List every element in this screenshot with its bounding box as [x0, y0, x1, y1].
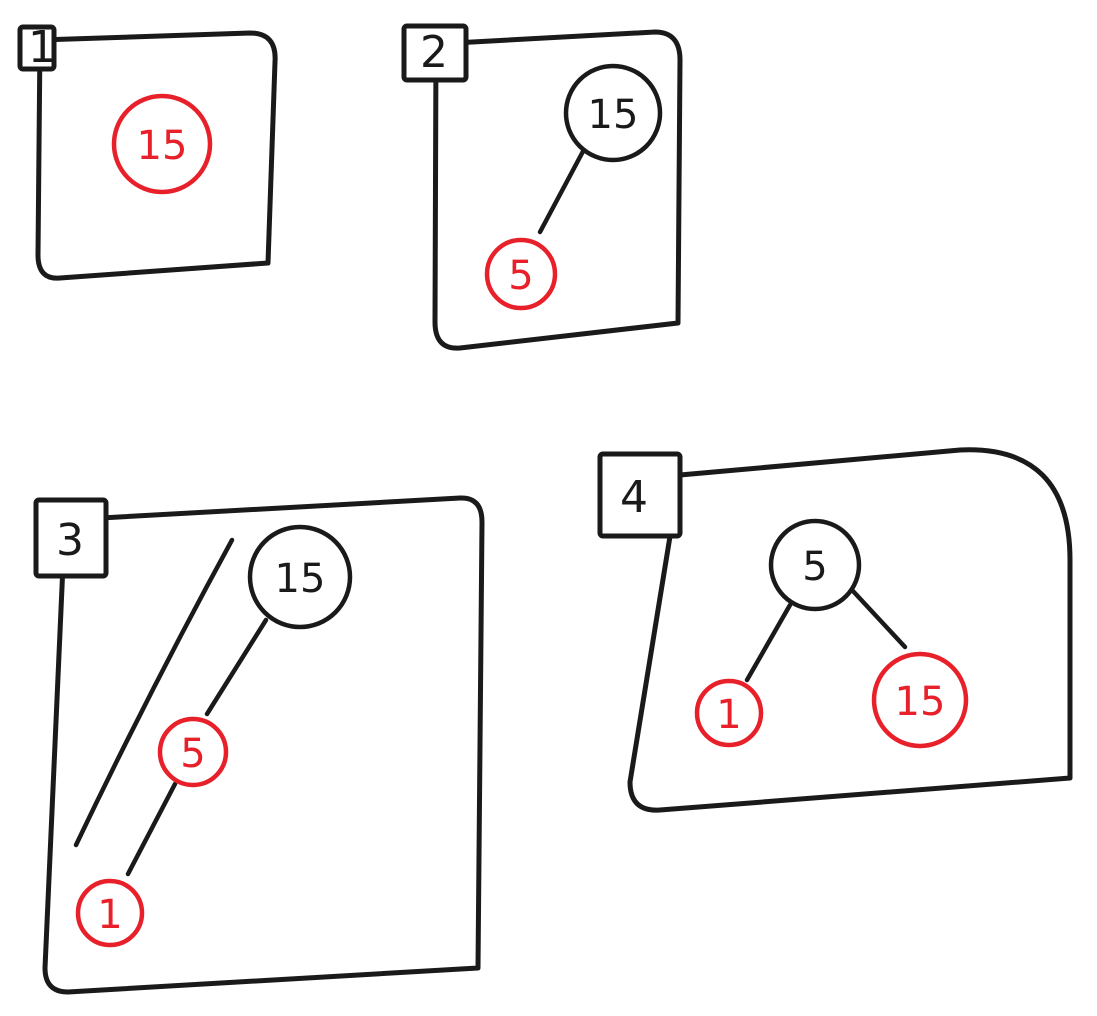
tree-node: 5: [484, 237, 558, 311]
tree-node: 15: [871, 651, 969, 749]
panel-4: 4 5 1 15: [597, 447, 1073, 813]
svg-text:15: 15: [275, 556, 326, 602]
tree-node: 15: [247, 524, 353, 630]
tree-node: 15: [111, 93, 213, 195]
svg-text:5: 5: [180, 731, 205, 777]
svg-text:5: 5: [802, 544, 827, 590]
tree-edge: [744, 602, 793, 683]
tree-node: 5: [157, 716, 229, 788]
rotation-stroke: [73, 537, 235, 848]
svg-text:5: 5: [508, 253, 533, 299]
panel-3-tag: [33, 497, 109, 579]
panel-2-label: 2: [420, 27, 448, 78]
panel-3-label: 3: [56, 515, 84, 566]
svg-text:1: 1: [716, 692, 741, 738]
panel-4-tag: [597, 451, 683, 539]
panel-3: 3 15 5 1: [33, 495, 485, 995]
tree-node: 1: [75, 878, 145, 948]
panel-3-frame: [42, 495, 485, 995]
panel-4-frame: [627, 447, 1073, 813]
svg-text:15: 15: [895, 679, 946, 725]
tree-edge: [537, 139, 591, 235]
panel-1: 1 15: [17, 22, 278, 281]
panel-2: 2 15 5: [401, 23, 683, 351]
tree-node: 1: [694, 678, 764, 748]
panel-1-frame: [35, 30, 278, 281]
panel-1-label: 1: [28, 22, 56, 73]
tree-edge: [849, 587, 908, 650]
tree-edge: [125, 781, 178, 877]
panel-2-tag: [401, 23, 469, 83]
tree-edge: [204, 617, 269, 717]
svg-text:1: 1: [97, 892, 122, 938]
tree-node: 5: [768, 518, 862, 612]
tree-node: 15: [563, 63, 663, 163]
panel-4-label: 4: [620, 472, 648, 523]
panel-2-frame: [432, 29, 683, 351]
svg-text:15: 15: [137, 123, 188, 169]
svg-text:15: 15: [588, 92, 639, 138]
panel-1-tag: [17, 24, 57, 72]
